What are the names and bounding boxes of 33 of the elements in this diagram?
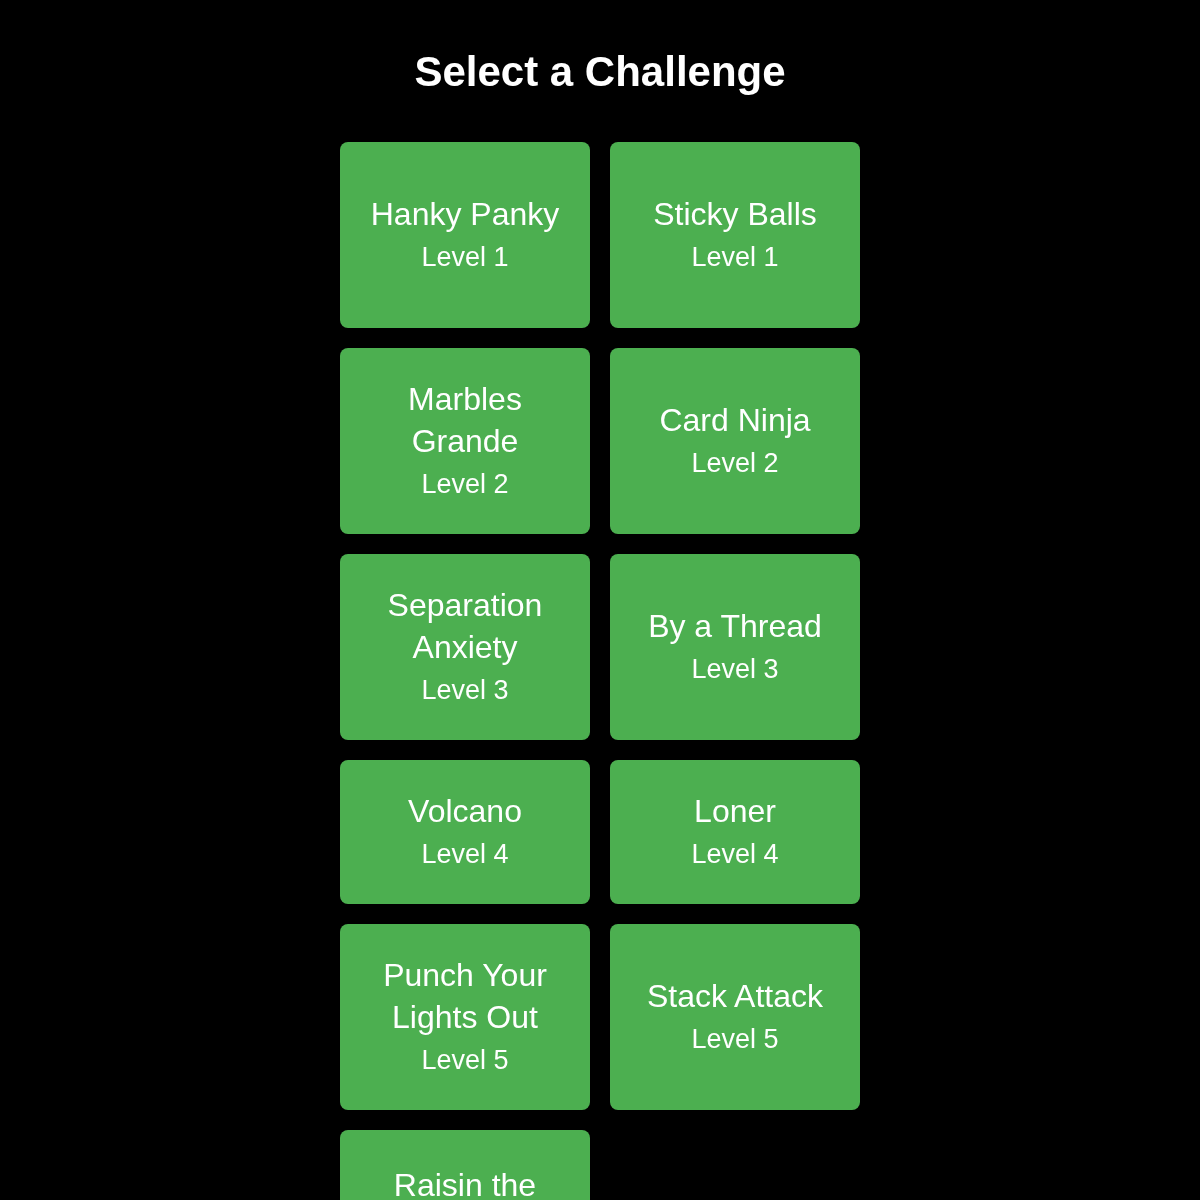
challenge-name: By a Thread (648, 607, 822, 646)
challenge-name: Loner (694, 792, 776, 831)
level-label: Level 5 (691, 1023, 779, 1056)
challenge-card (340, 554, 590, 740)
page-title: Select a Challenge (414, 48, 786, 96)
challenge-card (340, 348, 590, 534)
challenge-name: Raisin the (393, 1166, 537, 1200)
challenge-card (340, 142, 590, 328)
level-label: Level 2 (691, 447, 779, 480)
challenge-name: Hanky Panky (370, 195, 560, 234)
challenge-card (610, 760, 860, 904)
level-label: Level 3 (691, 653, 779, 686)
level-label: Level 4 (421, 838, 509, 871)
challenge-card (340, 924, 590, 1110)
level-label: Level 3 (421, 674, 509, 707)
level-label: Level 5 (421, 1044, 509, 1077)
level-label: Level 1 (691, 241, 779, 274)
level-label: Level 1 (421, 241, 509, 274)
level-label: Level 4 (691, 838, 779, 871)
challenge-card (610, 142, 860, 328)
challenge-name: Stack Attack (646, 977, 824, 1016)
challenge-card (340, 1130, 590, 1200)
challenge-name: Separation Anxiety (386, 586, 544, 667)
challenge-card (610, 348, 860, 534)
challenge-card (610, 924, 860, 1110)
challenge-name: Volcano (408, 792, 522, 831)
challenge-card (340, 760, 590, 904)
challenge-name: Card Ninja (659, 401, 811, 440)
challenge-card (610, 554, 860, 740)
challenge-name: Punch Your Lights Out (382, 956, 548, 1037)
challenge-name: Marbles Grande (407, 380, 523, 461)
challenge-name: Sticky Balls (653, 195, 817, 234)
level-label: Level 2 (421, 468, 509, 501)
